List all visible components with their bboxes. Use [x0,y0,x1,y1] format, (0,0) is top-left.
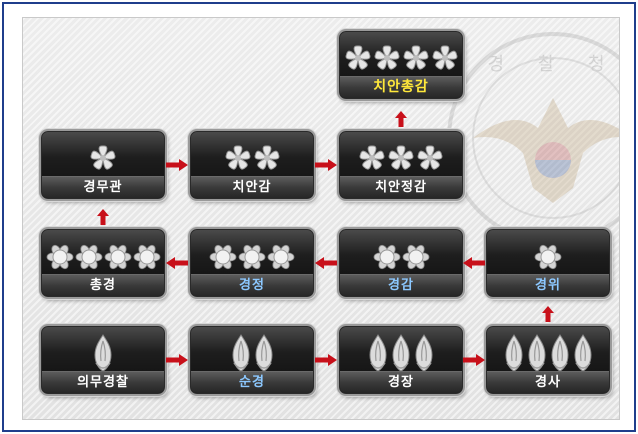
rank-label: 경사 [487,371,609,393]
insignia-row [42,136,164,180]
arrow-up-icon [542,306,554,322]
rank-gyeongwi: 경위 [486,229,610,297]
rank-label: 치안정감 [340,176,462,198]
rank-label: 경감 [340,274,462,296]
rank-gyeongjang: 경장 [339,326,463,394]
rank-label: 치안감 [191,176,313,198]
rose-of-sharon-badge-icon [133,244,160,270]
mugunghwa-icon [374,45,399,70]
rose-of-sharon-badge-icon [402,244,429,270]
mugunghwa-icon [403,45,428,70]
rose-of-sharon-badge-icon [209,244,237,270]
insignia-row [340,136,462,180]
bud-icon [392,334,410,372]
rank-gyeongmugwan: 경무관 [41,131,165,199]
bud-icon [94,334,112,372]
mugunghwa-icon [432,45,457,70]
rank-chiancongam: 치안총감 [339,31,463,99]
rose-of-sharon-badge-icon [534,244,562,270]
rank-label: 의무경찰 [42,371,164,393]
arrow-up-icon [395,111,407,127]
rose-of-sharon-badge-icon [238,244,266,270]
mugunghwa-icon [359,145,385,170]
insignia-row [340,331,462,375]
rank-chiangam: 치안감 [190,131,314,199]
rank-label: 총경 [42,274,164,296]
rank-label: 경무관 [42,176,164,198]
rank-uimugyeongchal: 의무경찰 [41,326,165,394]
mugunghwa-icon [417,145,443,170]
rank-label: 경장 [340,371,462,393]
rank-sungyeong: 순경 [190,326,314,394]
bud-icon [254,334,273,372]
mugunghwa-icon [388,145,414,170]
rank-label: 경정 [191,274,313,296]
arrow-left-icon [315,257,337,269]
insignia-row [487,331,609,375]
arrow-right-icon [166,354,188,366]
bud-icon [527,334,546,372]
arrow-left-icon [463,257,485,269]
bud-icon [504,334,523,372]
rank-chonggyeong: 총경 [41,229,165,297]
insignia-row [191,136,313,180]
bud-icon [369,334,387,372]
arrow-left-icon [166,257,188,269]
insignia-row [191,331,313,375]
insignia-row [340,36,462,80]
arrow-right-icon [463,354,485,366]
rank-chart-panel: 경 찰 청 치안총감 경무관 치안감 치안정감 총경 [22,17,620,420]
arrow-right-icon [166,159,188,171]
insignia-row [487,234,609,278]
arrow-right-icon [315,354,337,366]
arrow-up-icon [97,209,109,225]
rank-chianjeonggam: 치안정감 [339,131,463,199]
rose-of-sharon-badge-icon [373,244,400,270]
mugunghwa-icon [225,145,250,170]
mugunghwa-icon [90,145,116,170]
bud-icon [415,334,433,372]
rose-of-sharon-badge-icon [267,244,295,270]
rank-gyeongsa: 경사 [486,326,610,394]
emblem-text: 경 찰 청 [487,54,618,75]
mugunghwa-icon [254,145,279,170]
bud-icon [231,334,250,372]
rank-gyeonggam: 경감 [339,229,463,297]
insignia-row [42,234,164,278]
rank-label: 경위 [487,274,609,296]
police-emblem-watermark-icon: 경 찰 청 [447,32,619,244]
bud-icon [573,334,592,372]
rank-label: 치안총감 [340,76,462,98]
mugunghwa-icon [345,45,370,70]
rank-label: 순경 [191,371,313,393]
insignia-row [340,234,462,278]
insignia-row [42,331,164,375]
arrow-right-icon [315,159,337,171]
rose-of-sharon-badge-icon [46,244,73,270]
insignia-row [191,234,313,278]
rank-gyeongjeong: 경정 [190,229,314,297]
rose-of-sharon-badge-icon [104,244,131,270]
bud-icon [550,334,569,372]
rose-of-sharon-badge-icon [75,244,102,270]
